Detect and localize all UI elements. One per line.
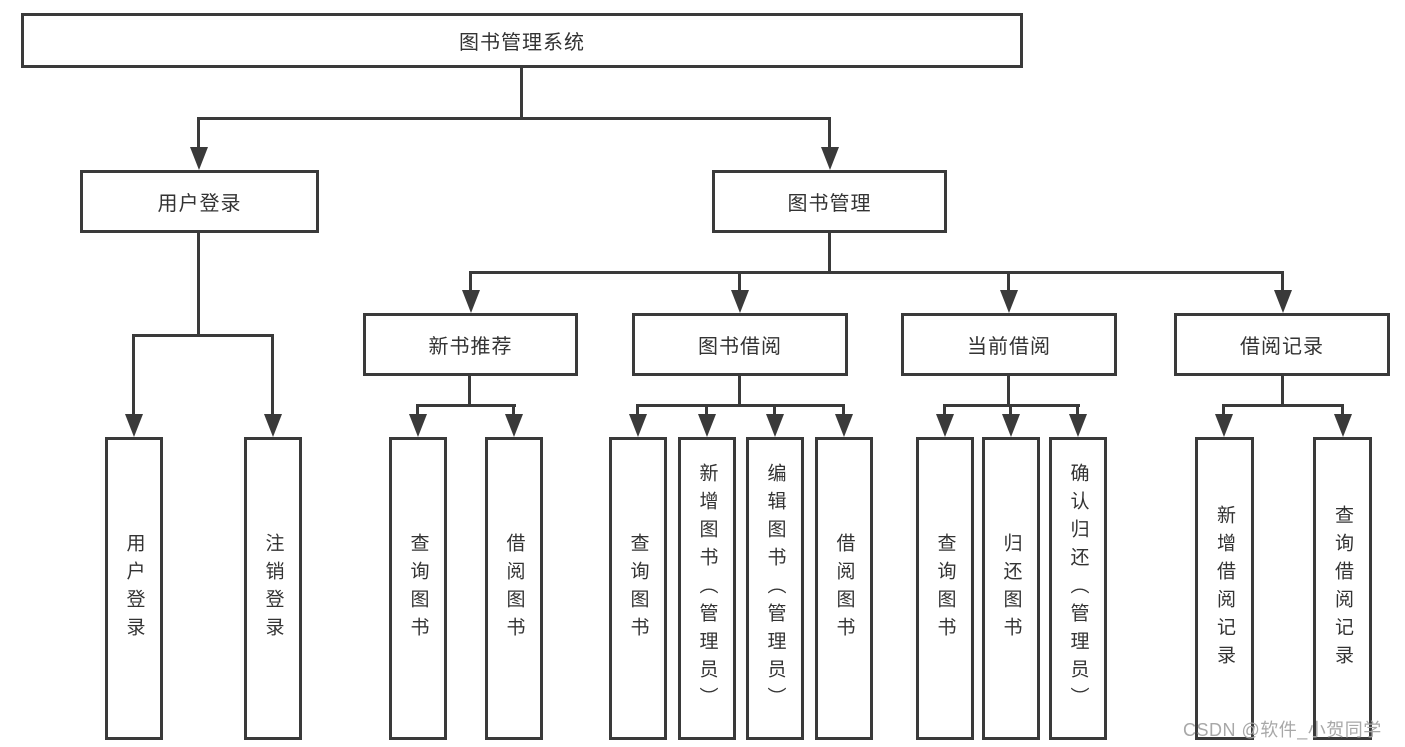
connector-drop-user-login [197, 117, 200, 149]
connector-drop-l3 [469, 271, 472, 292]
leaf-label: 编辑图书（管理员） [764, 462, 786, 715]
leaf-user-login: 用户登录 [105, 437, 163, 740]
leaf-confirm-return-admin: 确认归还（管理员） [1049, 437, 1107, 740]
node-label: 当前借阅 [967, 336, 1051, 358]
node-label: 图书管理系统 [459, 32, 585, 54]
node-label: 新书推荐 [428, 336, 513, 358]
leaf-borrow-books: 借阅图书 [815, 437, 873, 740]
leaf-query-books-current: 查询图书 [916, 437, 974, 740]
node-label: 图书借阅 [698, 336, 782, 358]
node-root-library-system: 图书管理系统 [21, 13, 1023, 68]
arrow-down-icon [936, 414, 954, 437]
connector-drop-l3 [738, 271, 741, 292]
connector-drop-l3 [1281, 271, 1284, 292]
leaf-label: 归还图书 [1000, 532, 1022, 645]
leaf-edit-books-admin: 编辑图书（管理员） [746, 437, 804, 740]
leaf-label: 查询图书 [934, 532, 956, 645]
connector-drop-leaf [943, 404, 946, 417]
connector-drop-leaf [132, 334, 135, 416]
connector-branch-borrowing [636, 404, 845, 407]
arrow-down-icon [1274, 290, 1292, 313]
connector-drop-leaf [1341, 404, 1344, 417]
arrow-down-icon [409, 414, 427, 437]
leaf-label: 用户登录 [123, 532, 145, 645]
connector-drop-book-mgmt [828, 117, 831, 149]
arrow-down-icon [835, 414, 853, 437]
node-borrowing-records: 借阅记录 [1174, 313, 1390, 376]
connector-drop-l3 [1007, 271, 1010, 292]
leaf-label: 查询图书 [407, 532, 429, 645]
connector-drop-leaf [1222, 404, 1225, 417]
connector-drop-leaf [1009, 404, 1012, 417]
arrow-down-icon [462, 290, 480, 313]
connector-drop-leaf [512, 404, 515, 417]
connector-drop-leaf [773, 404, 776, 417]
leaf-label: 查询借阅记录 [1332, 504, 1353, 673]
connector-drop-leaf [1076, 404, 1079, 417]
leaf-label: 借阅图书 [503, 532, 525, 645]
connector-branch-user-login [132, 334, 273, 337]
connector-drop-leaf [705, 404, 708, 417]
arrow-down-icon [698, 414, 716, 437]
connector-drop-leaf [636, 404, 639, 417]
connector-group-stem [468, 376, 471, 406]
node-label: 借阅记录 [1240, 336, 1324, 358]
arrow-down-icon [505, 414, 523, 437]
leaf-logout: 注销登录 [244, 437, 302, 740]
connector-group-stem [1007, 376, 1010, 406]
leaf-query-books-recommend: 查询图书 [389, 437, 447, 740]
leaf-label: 新增图书（管理员） [696, 462, 718, 715]
connector-branch-level2 [198, 117, 831, 120]
arrow-down-icon [629, 414, 647, 437]
connector-book-mgmt-stem [828, 233, 831, 273]
node-new-book-recommendation: 新书推荐 [363, 313, 578, 376]
arrow-down-icon [731, 290, 749, 313]
node-label: 用户登录 [157, 193, 242, 215]
node-book-borrowing: 图书借阅 [632, 313, 848, 376]
node-current-borrowing: 当前借阅 [901, 313, 1117, 376]
arrow-down-icon [264, 414, 282, 437]
arrow-down-icon [1002, 414, 1020, 437]
arrow-down-icon [125, 414, 143, 437]
node-user-login: 用户登录 [80, 170, 319, 233]
csdn-watermark: CSDN @软件_小贺同学 [1183, 720, 1382, 740]
leaf-return-books: 归还图书 [982, 437, 1040, 740]
connector-group-stem [1281, 376, 1284, 406]
leaf-label: 借阅图书 [833, 532, 855, 645]
arrow-down-icon [821, 147, 839, 170]
connector-branch-recommend [416, 404, 516, 407]
arrow-down-icon [1334, 414, 1352, 437]
connector-drop-leaf [271, 334, 274, 416]
arrow-down-icon [190, 147, 208, 170]
leaf-query-borrow-record: 查询借阅记录 [1313, 437, 1372, 740]
leaf-query-books-borrowing: 查询图书 [609, 437, 667, 740]
leaf-label: 确认归还（管理员） [1067, 462, 1089, 715]
leaf-borrow-books-recommend: 借阅图书 [485, 437, 543, 740]
leaf-add-borrow-record: 新增借阅记录 [1195, 437, 1254, 740]
arrow-down-icon [1215, 414, 1233, 437]
connector-root-stem [520, 68, 523, 118]
connector-user-login-stem [197, 233, 200, 335]
leaf-label: 查询图书 [627, 532, 649, 645]
connector-group-stem [738, 376, 741, 406]
connector-branch-level3 [469, 271, 1284, 274]
node-book-management: 图书管理 [712, 170, 947, 233]
leaf-label: 注销登录 [262, 532, 284, 645]
leaf-label: 新增借阅记录 [1214, 504, 1235, 673]
leaf-add-books-admin: 新增图书（管理员） [678, 437, 736, 740]
connector-branch-records [1222, 404, 1344, 407]
connector-drop-leaf [842, 404, 845, 417]
connector-drop-leaf [416, 404, 419, 417]
arrow-down-icon [1069, 414, 1087, 437]
arrow-down-icon [1000, 290, 1018, 313]
arrow-down-icon [766, 414, 784, 437]
node-label: 图书管理 [787, 193, 872, 215]
